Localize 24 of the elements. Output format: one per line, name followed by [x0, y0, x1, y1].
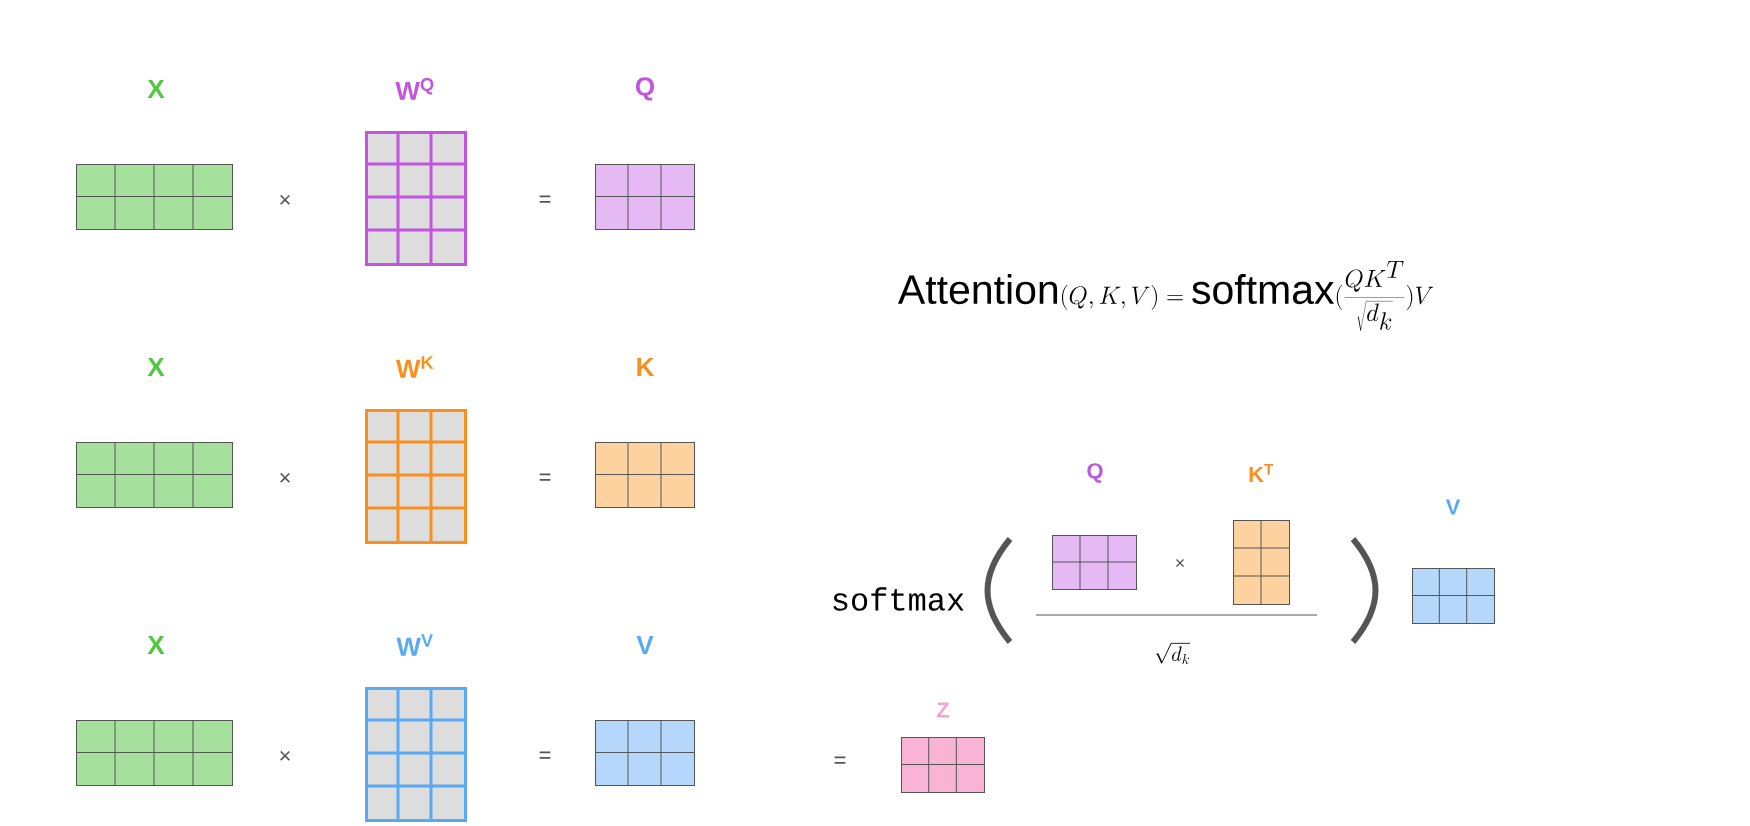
operator: = — [539, 473, 551, 481]
matrix-label: X — [147, 80, 165, 98]
matrix-label: W$^{V}$ — [396, 634, 433, 656]
matrix-label: W$^{K}$ — [395, 356, 434, 378]
formula: $\sqrt{d_k}$ — [1155, 642, 1191, 665]
matrix-label: Z — [936, 702, 950, 718]
operator: = — [539, 195, 551, 203]
function-name: softmax — [833, 587, 964, 611]
matrix-label: Q — [635, 77, 655, 101]
matrix-label: X — [147, 358, 165, 376]
operator: × — [1176, 559, 1184, 567]
operator: × — [280, 472, 290, 483]
operator: × — [280, 194, 290, 205]
formula: $\mathrm{Attention}(Q,K,V)=\mathrm{softmax}(\frac{QK^T}{\sqrt{d_k}})V$ — [897, 261, 1434, 332]
matrix-label: K$^{T}$ — [1249, 463, 1274, 483]
operator: × — [280, 750, 290, 761]
operator: = — [539, 751, 551, 759]
matrix-label: K — [637, 358, 655, 376]
matrix-label: X — [147, 636, 165, 654]
operator: = — [834, 756, 846, 764]
matrix-label: V — [1445, 499, 1461, 515]
matrix-label: V — [636, 636, 654, 654]
matrix-label: W$^{Q}$ — [395, 78, 434, 100]
matrix-label: Q — [1087, 463, 1103, 483]
